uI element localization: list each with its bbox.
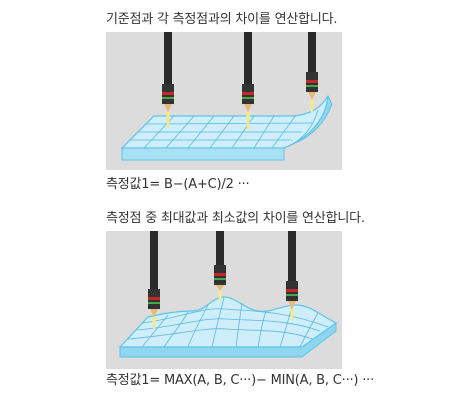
wavy-sheet-illustration — [118, 231, 338, 358]
diagram-bent-sheet — [106, 32, 342, 170]
probe-b-icon — [242, 32, 254, 130]
bent-sheet-illustration — [120, 32, 333, 161]
diagram-wavy-sheet — [106, 231, 342, 369]
probe-a-icon — [148, 231, 160, 329]
probe-a-icon — [162, 32, 174, 128]
section2-formula: 측정값1= MAX(A, B, C···)− MIN(A, B, C···) ·… — [106, 373, 375, 388]
probe-c-icon — [306, 32, 318, 112]
probe-c-icon — [286, 231, 298, 321]
probe-b-icon — [214, 231, 226, 301]
section1-title: 기준점과 각 측정점과의 차이를 연산합니다. — [106, 12, 338, 27]
wavy-sheet — [118, 296, 338, 358]
bent-sheet — [120, 94, 333, 161]
section2-title: 측정점 중 최대값과 최소값의 차이를 연산합니다. — [106, 211, 365, 226]
section1-formula: 측정값1= B−(A+C)/2 ··· — [106, 177, 250, 192]
